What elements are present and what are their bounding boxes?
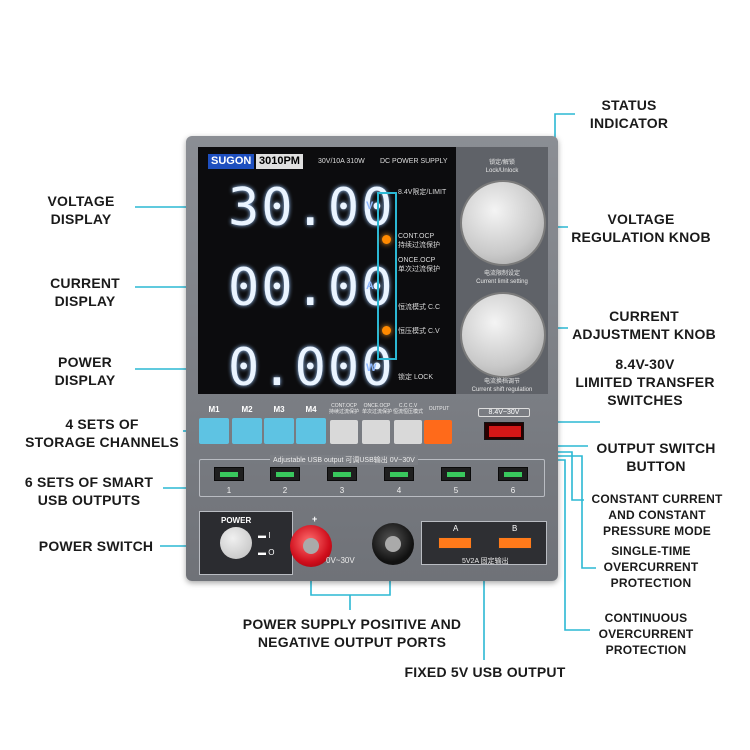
callout-power-switch: POWER SWITCH xyxy=(38,538,154,554)
usb-port-4[interactable] xyxy=(384,467,414,481)
m3-label: M3 xyxy=(273,405,285,414)
power-button[interactable] xyxy=(220,527,252,559)
usb-port-2[interactable] xyxy=(270,467,300,481)
callout-power-display: POWER DISPLAY xyxy=(54,354,116,388)
current-shift-label: 电流换档调节 Current shift regulation xyxy=(471,379,533,393)
power-on-symbol: ▬ I xyxy=(258,531,271,540)
callout-usb-outputs: 6 SETS OF SMART USB OUTPUTS xyxy=(24,474,154,508)
negative-terminal[interactable] xyxy=(372,523,414,565)
lock-unlock-label: 锁定/解锁 Lock/Unlock xyxy=(485,160,519,174)
positive-sign: + xyxy=(312,514,318,524)
callout-continuous-ocp: CONTINUOUS OVERCURRENT PROTECTION xyxy=(598,611,694,657)
voltage-regulation-knob[interactable] xyxy=(460,180,546,266)
callout-single-time-ocp: SINGLE-TIME OVERCURRENT PROTECTION xyxy=(603,544,699,590)
positive-terminal[interactable] xyxy=(290,525,332,567)
fixed-usb-port-a[interactable] xyxy=(438,537,472,549)
usb-number-4: 4 xyxy=(396,486,402,495)
power-off-symbol: ▬ O xyxy=(258,548,275,557)
callout-status-indicator: STATUS INDICATOR xyxy=(589,97,669,131)
display-panel xyxy=(198,147,456,394)
fixed-usb-text: 5V2A 固定输出 xyxy=(462,558,509,565)
status-led-upper xyxy=(382,235,391,244)
cc-label: 恒流模式 C.C xyxy=(398,304,440,311)
usb-port-3[interactable] xyxy=(327,467,357,481)
callout-cc-cv-mode: CONSTANT CURRENT AND CONSTANT PRESSURE M… xyxy=(591,492,723,538)
unit-watt: W xyxy=(366,362,377,374)
cont-ocp-label: CONT.OCP 持续过流保护 xyxy=(398,233,440,249)
callout-voltage-knob: VOLTAGE REGULATION KNOB xyxy=(571,211,711,245)
voltage-display: 30.00 xyxy=(228,178,395,238)
output-button-label: OUTPUT xyxy=(428,406,450,412)
callout-current-knob: CURRENT ADJUSTMENT KNOB xyxy=(572,308,716,342)
m4-button[interactable] xyxy=(296,418,326,444)
callout-voltage-display: VOLTAGE DISPLAY xyxy=(47,193,115,227)
m1-button[interactable] xyxy=(199,418,229,444)
power-display: 0.000 xyxy=(228,338,395,398)
usb-strip-label: Adjustable USB output 可调USB输出 0V~30V xyxy=(270,455,418,465)
callout-output-ports: POWER SUPPLY POSITIVE AND NEGATIVE OUTPU… xyxy=(242,616,462,650)
unit-amp: A xyxy=(366,280,374,292)
usb-port-5[interactable] xyxy=(441,467,471,481)
usb-port-1[interactable] xyxy=(214,467,244,481)
current-display: 00.00 xyxy=(228,258,395,318)
fixed-usb-port-b[interactable] xyxy=(498,537,532,549)
limited-transfer-switch[interactable] xyxy=(484,422,524,440)
usb-port-6[interactable] xyxy=(498,467,528,481)
status-indicator-frame xyxy=(377,192,397,360)
limited-transfer-label: 8.4V~30V xyxy=(478,408,530,417)
spec-label: 30V/10A 310W xyxy=(318,158,365,165)
limit-label: 8.4V限定/LIMIT xyxy=(398,189,447,196)
fixed-usb-b-label: B xyxy=(512,524,518,533)
model-label: 3010PM xyxy=(256,154,303,169)
supply-label: DC POWER SUPPLY xyxy=(380,158,448,165)
output-button[interactable] xyxy=(424,420,452,444)
once-ocp-button[interactable] xyxy=(362,420,390,444)
power-label: POWER xyxy=(221,516,252,525)
usb-number-2: 2 xyxy=(282,486,288,495)
brand-label: SUGON xyxy=(208,154,255,169)
current-limit-label: 电流限制设定 Current limit setting xyxy=(476,271,528,285)
usb-number-3: 3 xyxy=(339,486,345,495)
callout-storage-channels: 4 SETS OF STORAGE CHANNELS xyxy=(25,416,179,450)
usb-number-6: 6 xyxy=(510,486,516,495)
cc-cv-button[interactable] xyxy=(394,420,422,444)
usb-number-1: 1 xyxy=(226,486,232,495)
m4-label: M4 xyxy=(305,405,317,414)
callout-current-display: CURRENT DISPLAY xyxy=(50,275,120,309)
once-ocp-label: ONCE.OCP 单次过流保护 xyxy=(398,257,440,273)
once-ocp-button-label: ONCE.OCP 单次过流保护 xyxy=(361,403,392,415)
cont-ocp-button[interactable] xyxy=(330,420,358,444)
switch-rocker[interactable] xyxy=(489,426,521,437)
cc-cv-button-label: C.C C.V 恒流恒压模式 xyxy=(392,403,423,415)
callout-fixed-usb: FIXED 5V USB OUTPUT xyxy=(404,664,566,680)
m3-button[interactable] xyxy=(264,418,294,444)
callout-output-switch: OUTPUT SWITCH BUTTON xyxy=(596,440,716,474)
m2-button[interactable] xyxy=(232,418,262,444)
current-adjustment-knob[interactable] xyxy=(460,292,546,378)
usb-number-5: 5 xyxy=(453,486,459,495)
m1-label: M1 xyxy=(208,405,220,414)
cv-label: 恒压模式 C.V xyxy=(398,328,440,335)
callout-limited-transfer: 8.4V-30V LIMITED TRANSFER SWITCHES xyxy=(575,356,715,408)
status-led-lower xyxy=(382,326,391,335)
cont-ocp-button-label: CONT.OCP 持续过流保护 xyxy=(328,403,359,415)
fixed-usb-a-label: A xyxy=(453,524,459,533)
m2-label: M2 xyxy=(241,405,253,414)
terminal-range-label: 0V~30V xyxy=(326,556,355,565)
unit-volt: V xyxy=(366,200,374,212)
lock-label: 锁定 LOCK xyxy=(398,374,434,381)
